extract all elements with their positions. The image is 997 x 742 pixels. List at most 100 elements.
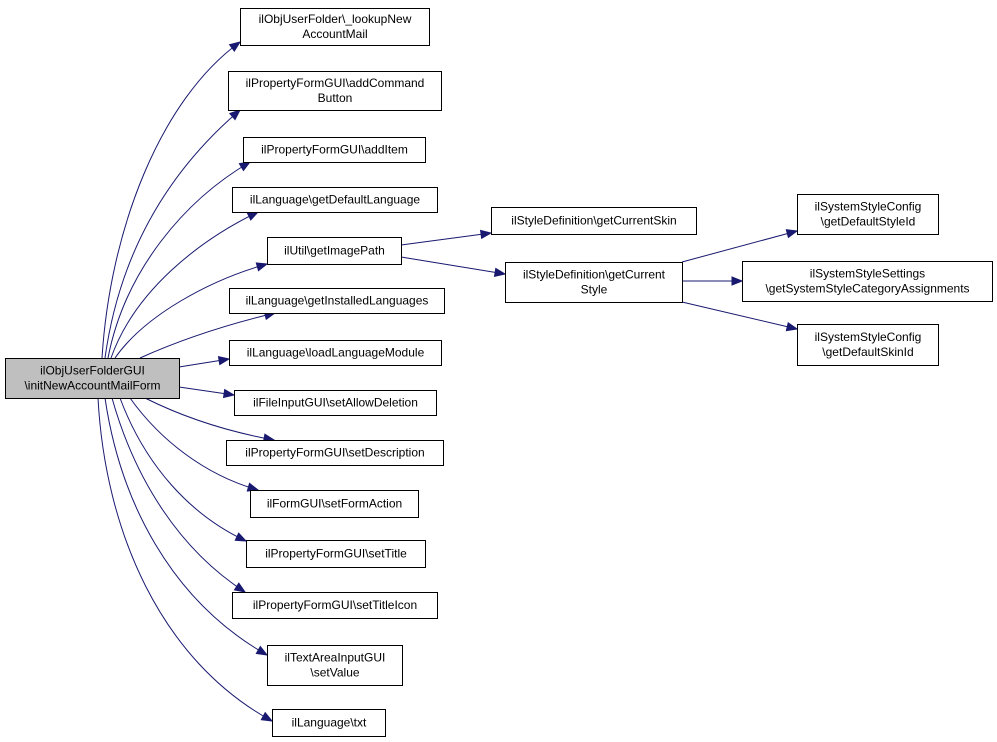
node-label: AccountMail [302,27,367,41]
node-box[interactable] [491,207,697,235]
edge-root-to-loadLang [178,355,231,368]
node-curSkin[interactable]: ilStyleDefinition\getCurrentSkin [491,207,697,235]
node-label: ilPropertyFormGUI\addItem [261,143,408,157]
node-setDesc[interactable]: ilPropertyFormGUI\setDescription [226,440,444,466]
arrowhead-icon [217,355,231,366]
arrowhead-icon [785,229,799,239]
node-txt[interactable]: ilLanguage\txt [272,709,386,737]
node-label: ilSystemStyleSettings [810,267,925,281]
node-box[interactable] [505,262,683,303]
node-imgPath[interactable]: ilUtil\getImagePath [267,237,402,265]
node-box[interactable] [797,194,939,235]
edge-root-to-allowDel [178,386,236,399]
node-box[interactable] [272,709,386,737]
node-box[interactable] [250,490,419,518]
node-root[interactable]: ilObjUserFolderGUI\initNewAccountMailFor… [5,358,180,399]
node-box[interactable] [232,592,438,619]
node-box[interactable] [229,340,442,366]
edge-line [101,41,241,359]
node-defStyleId[interactable]: ilSystemStyleConfig\getDefaultStyleId [797,194,939,235]
edge-line [104,109,241,359]
edge-line [111,397,246,593]
node-box[interactable] [267,237,402,265]
edge-line [129,397,259,491]
edge-line [400,256,506,275]
arrowhead-icon [222,388,236,399]
edge-line [110,211,259,359]
arrowhead-icon [233,582,247,593]
arrowhead-icon [731,276,744,286]
node-label: ilPropertyFormGUI\setDescription [245,446,424,460]
node-label: ilPropertyFormGUI\setTitle [265,547,407,561]
edge-root-to-textArea [104,397,269,656]
node-label: \setValue [310,666,359,680]
node-catAssign[interactable]: ilSystemStyleSettings\getSystemStyleCate… [742,261,993,302]
arrowhead-icon [234,532,248,542]
node-box[interactable] [797,324,939,366]
edge-line [681,230,798,263]
node-box[interactable] [243,137,426,163]
edge-root-to-lookup [101,41,242,359]
node-addItem[interactable]: ilPropertyFormGUI\addItem [243,137,426,163]
edge-line [97,397,273,722]
node-defLang[interactable]: ilLanguage\getDefaultLanguage [232,187,438,213]
node-box[interactable] [246,540,426,568]
node-box[interactable] [229,288,445,314]
edge-imgPath-to-curStyle [400,256,507,277]
node-textArea[interactable]: ilTextAreaInputGUI\setValue [267,645,403,686]
arrowhead-icon [255,262,269,272]
node-defSkinId[interactable]: ilSystemStyleConfig\getDefaultSkinId [797,324,939,366]
node-box[interactable] [232,187,438,213]
node-label: \getDefaultStyleId [821,215,916,229]
node-label: ilLanguage\txt [292,716,367,730]
node-titleIcon[interactable]: ilPropertyFormGUI\setTitleIcon [232,592,438,619]
edge-curStyle-to-catAssign [682,276,744,286]
edge-line [104,397,268,656]
node-label: ilObjUserFolderGUI [40,364,145,378]
nodes-layer: ilObjUserFolderGUI\initNewAccountMailFor… [5,8,993,737]
node-allowDel[interactable]: ilFileInputGUI\setAllowDeletion [234,390,437,416]
edge-root-to-titleIcon [111,397,247,593]
edge-line [114,263,268,359]
node-formAction[interactable]: ilFormGUI\setFormAction [250,490,419,518]
node-label: ilStyleDefinition\getCurrentSkin [511,214,676,228]
edge-line [400,232,492,246]
edge-root-to-setTitle [119,397,248,542]
node-instLang[interactable]: ilLanguage\getInstalledLanguages [229,288,445,314]
arrowhead-icon [228,41,242,53]
arrowhead-icon [260,711,274,722]
edge-curStyle-to-defStyleId [681,229,799,263]
node-box[interactable] [5,358,180,399]
arrowhead-icon [238,161,252,172]
node-setTitle[interactable]: ilPropertyFormGUI\setTitle [246,540,426,568]
node-box[interactable] [234,390,437,416]
arrowhead-icon [255,645,269,656]
arrowhead-icon [228,109,242,121]
edge-imgPath-to-curSkin [400,229,493,246]
node-loadLang[interactable]: ilLanguage\loadLanguageModule [229,340,442,366]
edge-line [144,397,275,441]
node-label: ilFormGUI\setFormAction [267,497,402,511]
arrowhead-icon [246,211,260,221]
node-label: ilLanguage\getDefaultLanguage [250,193,420,207]
node-box[interactable] [742,261,993,302]
node-label: \getDefaultSkinId [822,345,913,359]
node-label: ilLanguage\getInstalledLanguages [246,294,429,308]
node-box[interactable] [228,71,442,111]
node-label: ilLanguage\loadLanguageModule [247,346,425,360]
edges-layer [97,41,799,722]
node-label: ilSystemStyleConfig [815,330,922,344]
edge-line [681,301,798,330]
arrowhead-icon [785,321,799,332]
node-box[interactable] [267,645,403,686]
node-label: ilTextAreaInputGUI [285,651,386,665]
node-box[interactable] [240,8,430,46]
node-label: ilStyleDefinition\getCurrent [523,268,666,282]
edge-line [139,312,276,359]
arrowhead-icon [479,229,493,240]
node-box[interactable] [226,440,444,466]
